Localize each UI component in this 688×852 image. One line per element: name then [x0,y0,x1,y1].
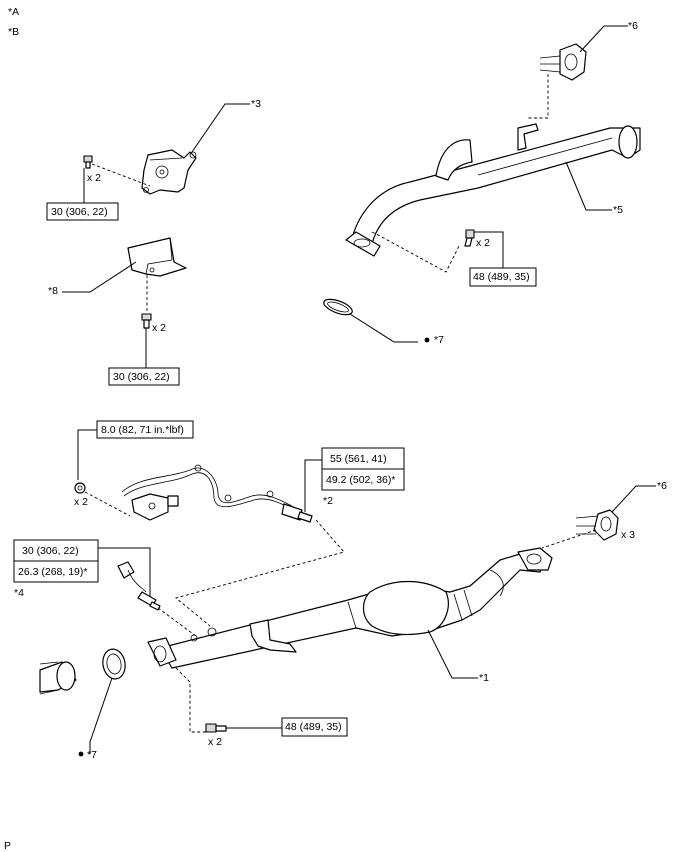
leader-tailpipe-torque [474,231,504,268]
heat-insulator-part-8 [127,237,187,277]
legend-b: *B [8,26,19,38]
tailpipe-bolt-guide [371,231,461,273]
qty-hanger: x 3 [621,529,635,541]
callout-6-mid: *6 [657,480,667,492]
tailpipe-part-5 [345,123,641,257]
callout-4: *4 [14,587,24,599]
wire-clamp-nut [74,482,86,494]
gasket-part-7-bottom [102,648,126,680]
legend-a: *A [8,6,19,18]
manifold-pipe-end [39,661,77,695]
sensor-4-guide [157,607,197,637]
callout-8: *8 [48,285,58,297]
bracket-bolt [83,155,93,169]
qty-heat-insulator-bolt: x 2 [152,322,166,334]
callout-7-top: *7 [434,334,444,346]
non-reusable-mark-bottom [78,751,84,757]
leader-7-bottom [89,677,113,754]
gasket-part-7-top [323,298,353,316]
hanger-guide-top [528,74,549,119]
page-mark: P [4,840,11,852]
bracket-bolt-guide [91,163,151,187]
hanger-part-6-top [539,43,587,81]
callout-3: *3 [251,98,261,110]
leader-sensor-2-torque [304,459,322,512]
hanger-mid-guide [541,529,597,549]
torque-front-flange-bolt: 48 (489, 35) [285,721,342,733]
torque-sensor-4-line2: 26.3 (268, 19)* [18,566,87,578]
torque-wire-clamp: 8.0 (82, 71 in.*lbf) [101,424,184,436]
leader-sensor-4-torque [98,547,151,596]
torque-sensor-2-line1: 55 (561, 41) [330,453,387,465]
front-flange-bolt [205,723,227,733]
qty-tailpipe-bolt: x 2 [476,237,490,249]
wire-clamp-guide [84,491,131,517]
torque-box-tailpipe-bolt [469,267,537,287]
torque-box-bracket-bolt [46,202,119,221]
qty-front-flange-bolt: x 2 [208,736,222,748]
hanger-part-6-mid [575,509,619,541]
callout-2: *2 [323,495,333,507]
leader-5 [565,161,612,211]
oxygen-sensor-part-2 [121,464,313,523]
qty-sensor-clamp: x 2 [74,496,88,508]
callout-6-top: *6 [628,20,638,32]
torque-sensor-2-line2: 49.2 (502, 36)* [326,474,395,486]
oxygen-sensor-part-4 [117,561,161,611]
torque-sensor-4-line1: 30 (306, 22) [22,545,79,557]
qty-bracket-bolt: x 2 [87,172,101,184]
leader-3 [191,103,250,153]
front-exhaust-pipe-part-1 [147,547,553,669]
callout-7-bottom: *7 [87,749,97,761]
torque-heat-insulator-bolt: 30 (306, 22) [113,371,170,383]
callout-5: *5 [613,204,623,216]
torque-tailpipe-bolt: 48 (489, 35) [473,271,530,283]
non-reusable-mark-top [424,337,430,343]
leader-7-top [349,313,418,343]
leader-6-mid [611,485,656,513]
torque-box-insulator-bolt [108,367,180,386]
callout-1: *1 [479,672,489,684]
leader-1 [427,629,478,679]
torque-box-front-flange-bolt [281,717,348,737]
bracket-part-3 [141,149,197,195]
tailpipe-bolt [464,229,475,247]
leader-wire-clamp-torque [77,429,97,480]
heat-insulator-bolt [141,313,152,329]
torque-bracket-bolt: 30 (306, 22) [51,206,108,218]
front-bolt-guide [175,667,206,733]
sensor-2-guide [175,519,345,627]
leader-8 [62,261,137,293]
leader-6-top [579,25,628,53]
